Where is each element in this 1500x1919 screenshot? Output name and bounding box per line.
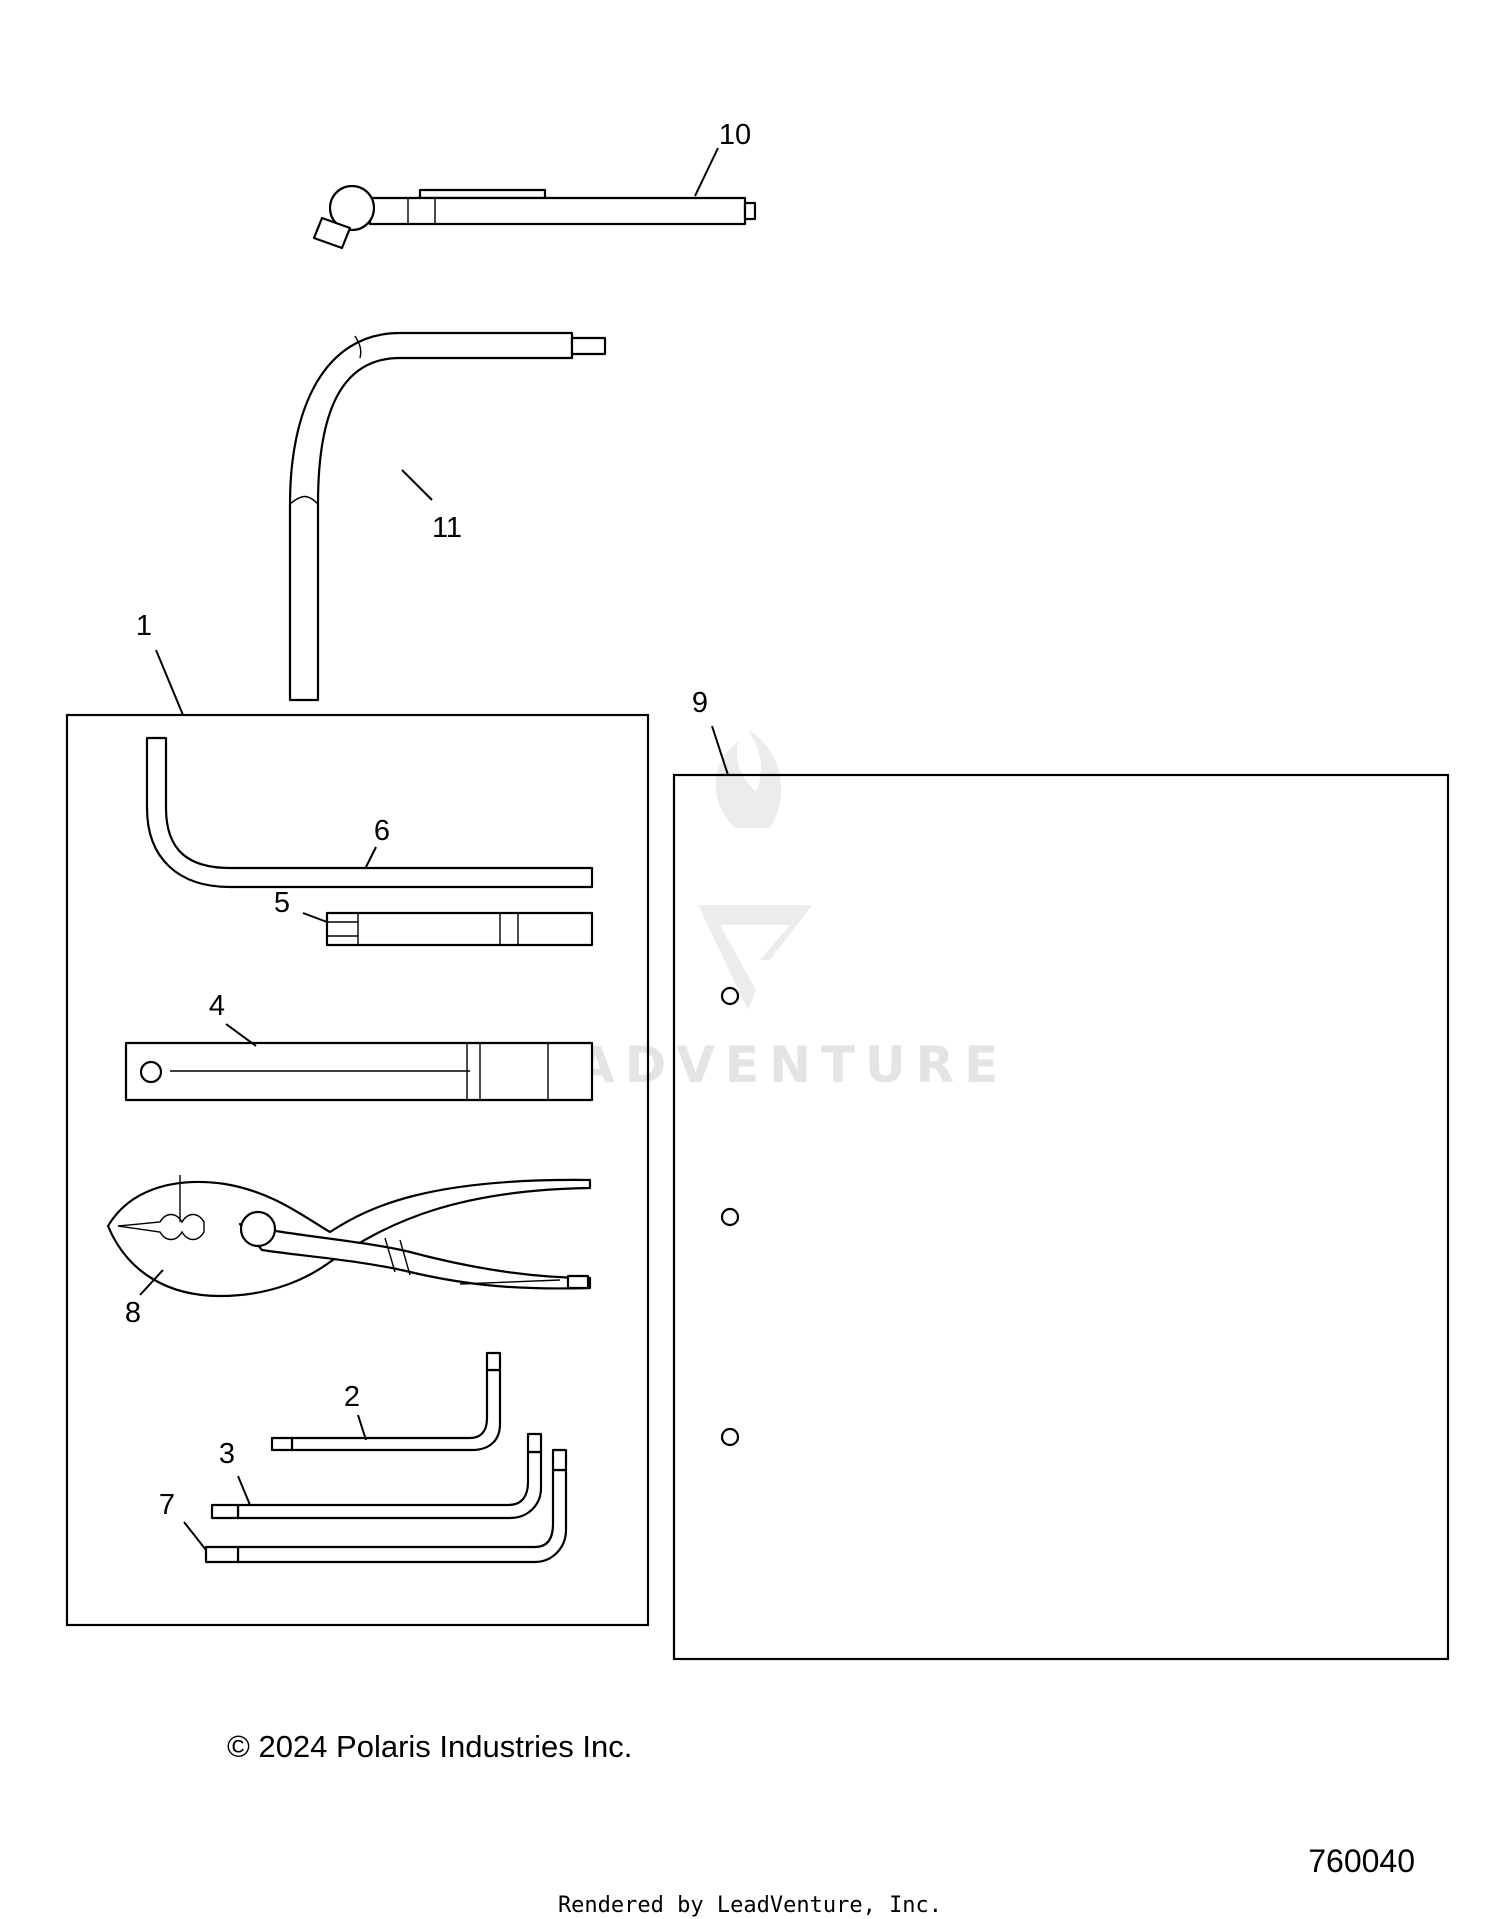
part-4-plug-wrench[interactable]: [124, 1041, 594, 1102]
callout-2: 2: [344, 1381, 360, 1413]
callout-9: 9: [692, 687, 708, 719]
callout-1: 1: [136, 610, 152, 642]
watermark-v-icon: [698, 905, 812, 1010]
callout-4: 4: [209, 990, 225, 1022]
callout-8: 8: [125, 1297, 141, 1329]
part-10-wrench[interactable]: [312, 184, 757, 250]
rendered-by-text: Rendered by LeadVenture, Inc.: [558, 1893, 942, 1918]
callout-11: 11: [432, 512, 462, 544]
watermark-flame-icon: [715, 730, 782, 828]
copyright-text: © 2024 Polaris Industries Inc.: [227, 1729, 632, 1764]
diagram-id: 760040: [1308, 1843, 1415, 1879]
callout-labels: 10 11 1 9 6 5 4 8 2 3 7: [125, 119, 751, 1521]
part-8-pliers[interactable]: [106, 1175, 592, 1298]
part-5-socket[interactable]: [325, 911, 594, 947]
binder-hole: [720, 1207, 740, 1227]
part-2-torx-key[interactable]: [270, 1351, 502, 1452]
binder-hole: [720, 986, 740, 1006]
callout-10: 10: [719, 119, 751, 151]
part-3-torx-key[interactable]: [210, 1432, 543, 1520]
callout-7: 7: [159, 1489, 175, 1521]
part-6-hex-key[interactable]: [145, 736, 594, 889]
callout-3: 3: [219, 1438, 235, 1470]
callout-5: 5: [274, 887, 290, 919]
leader-lines: [139, 147, 729, 1551]
toolkit-box: [65, 713, 650, 1627]
binder-hole: [720, 1427, 740, 1447]
part-7-torx-key[interactable]: [204, 1448, 568, 1564]
callout-6: 6: [374, 815, 390, 847]
part-9-manual[interactable]: [672, 773, 1450, 1661]
part-11-bent-tube[interactable]: [288, 331, 607, 702]
